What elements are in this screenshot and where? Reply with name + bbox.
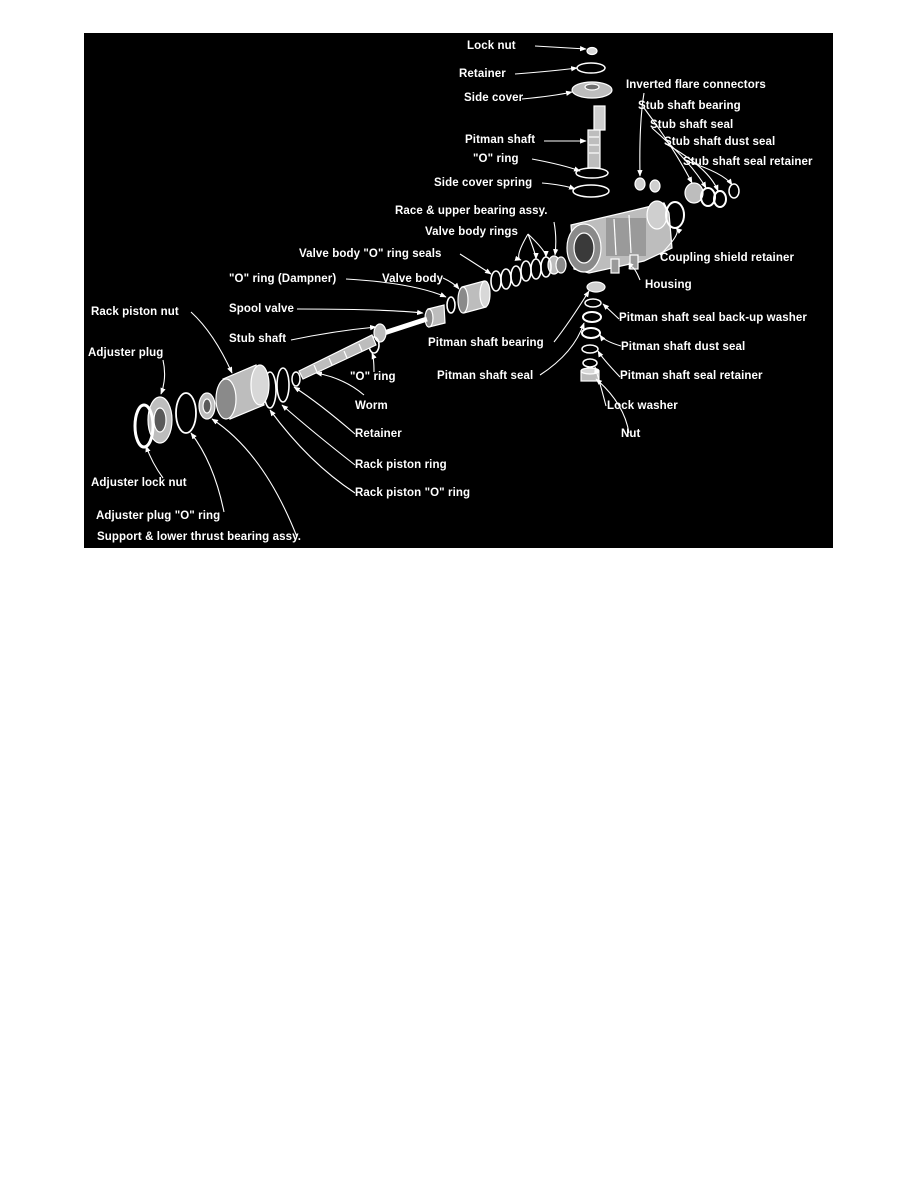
part-pitman-seal-retainer bbox=[581, 344, 599, 354]
label-stub-shaft: Stub shaft bbox=[229, 333, 287, 345]
label-housing: Housing bbox=[645, 279, 692, 291]
label-valve-body-o-ring-seals: Valve body "O" ring seals bbox=[299, 248, 442, 260]
part-adjuster-plug-o-ring bbox=[175, 392, 197, 434]
label-spool-valve: Spool valve bbox=[229, 303, 295, 315]
part-o-ring-dampner bbox=[446, 296, 456, 314]
label-stub-shaft-seal-retainer: Stub shaft seal retainer bbox=[683, 156, 813, 168]
label-o-ring-top: "O" ring bbox=[473, 153, 519, 165]
label-valve-body: Valve body bbox=[382, 273, 444, 285]
part-support-lower-thrust bbox=[198, 392, 216, 420]
label-coupling-shield-retainer: Coupling shield retainer bbox=[660, 252, 795, 264]
part-stub-shaft bbox=[373, 316, 428, 343]
label-o-ring-dampner: "O" ring (Dampner) bbox=[229, 273, 337, 285]
label-side-cover: Side cover bbox=[464, 92, 524, 104]
part-stub-shaft-seal bbox=[700, 187, 716, 207]
part-inverted-flare-connectors bbox=[634, 177, 661, 193]
part-retainer-top bbox=[576, 62, 606, 74]
label-rack-piston-o-ring: Rack piston "O" ring bbox=[355, 487, 471, 499]
part-race-upper-bearing bbox=[547, 255, 567, 275]
part-pitman-shaft-bearing bbox=[586, 281, 606, 293]
part-adjuster-lock-nut bbox=[133, 403, 155, 449]
label-side-cover-spring: Side cover spring bbox=[434, 177, 533, 189]
label-pitman-dust-seal: Pitman shaft dust seal bbox=[621, 341, 746, 353]
part-pitman-backup-washer bbox=[584, 298, 602, 308]
label-stub-shaft-dust-seal: Stub shaft dust seal bbox=[664, 136, 776, 148]
label-support-lower-thrust: Support & lower thrust bearing assy. bbox=[97, 531, 302, 543]
label-o-ring-worm: "O" ring bbox=[350, 371, 396, 383]
label-valve-body-rings: Valve body rings bbox=[425, 226, 518, 238]
exploded-diagram bbox=[133, 45, 740, 538]
part-stub-shaft-seal-retainer bbox=[728, 183, 740, 199]
label-retainer-top: Retainer bbox=[459, 68, 506, 80]
leader-lines bbox=[145, 45, 733, 538]
part-valve-body-o-ring-seals bbox=[490, 265, 522, 292]
label-adjuster-plug: Adjuster plug bbox=[88, 347, 164, 359]
part-lock-washer bbox=[582, 358, 598, 368]
part-stub-shaft-bearing bbox=[684, 182, 704, 204]
label-stub-shaft-seal: Stub shaft seal bbox=[650, 119, 734, 131]
part-pitman-dust-seal bbox=[581, 327, 601, 339]
label-lock-washer: Lock washer bbox=[607, 400, 678, 412]
part-rack-piston-nut bbox=[215, 364, 270, 420]
label-inverted-flare: Inverted flare connectors bbox=[626, 79, 766, 91]
label-pitman-shaft-seal: Pitman shaft seal bbox=[437, 370, 534, 382]
part-rack-piston-ring bbox=[276, 367, 290, 403]
part-pitman-shaft-seal bbox=[582, 311, 602, 323]
label-pitman-shaft-bearing: Pitman shaft bearing bbox=[428, 337, 544, 349]
part-coupling-shield-retainer bbox=[665, 201, 685, 229]
part-retainer-worm bbox=[291, 371, 301, 387]
part-lock-nut bbox=[586, 46, 598, 56]
exploded-diagram-panel: Lock nut Retainer Side cover Pitman shaf… bbox=[84, 33, 833, 548]
part-side-cover-spring bbox=[572, 184, 610, 198]
part-valve-body bbox=[457, 280, 491, 314]
parts bbox=[133, 46, 740, 449]
label-stub-shaft-bearing: Stub shaft bearing bbox=[638, 100, 741, 112]
label-adjuster-plug-o-ring: Adjuster plug "O" ring bbox=[96, 510, 221, 522]
label-pitman-seal-retainer: Pitman shaft seal retainer bbox=[620, 370, 763, 382]
part-stub-shaft-dust-seal bbox=[713, 190, 727, 208]
label-adjuster-lock-nut: Adjuster lock nut bbox=[91, 477, 187, 489]
part-housing bbox=[566, 200, 673, 274]
label-pitman-backup-washer: Pitman shaft seal back-up washer bbox=[619, 312, 807, 324]
part-o-ring-top bbox=[575, 167, 609, 179]
label-worm: Worm bbox=[355, 400, 388, 412]
part-valve-body-rings bbox=[520, 256, 552, 282]
label-rack-piston-nut: Rack piston nut bbox=[91, 306, 179, 318]
label-rack-piston-ring: Rack piston ring bbox=[355, 459, 447, 471]
label-retainer-worm: Retainer bbox=[355, 428, 402, 440]
label-pitman-shaft: Pitman shaft bbox=[465, 134, 536, 146]
part-spool-valve bbox=[424, 304, 446, 328]
label-lock-nut: Lock nut bbox=[467, 40, 516, 52]
part-pitman-shaft bbox=[587, 105, 606, 169]
part-worm bbox=[298, 334, 377, 380]
label-nut: Nut bbox=[621, 428, 641, 440]
label-race-upper-bearing: Race & upper bearing assy. bbox=[395, 205, 548, 217]
